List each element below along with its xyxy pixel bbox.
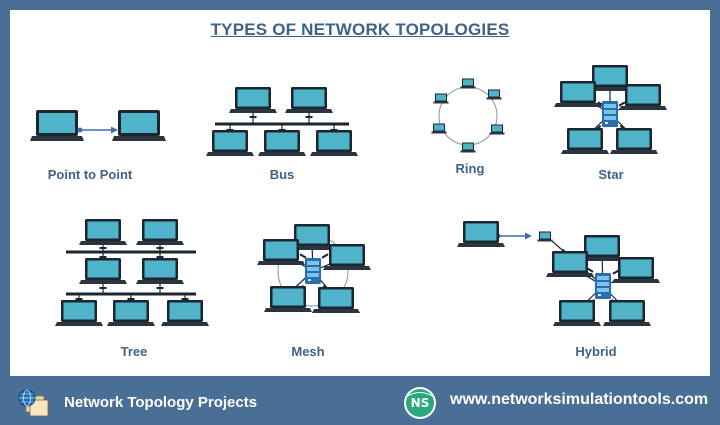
laptop-icon <box>310 130 358 156</box>
laptop-icon <box>79 219 127 245</box>
laptop-icon <box>136 219 184 245</box>
laptop-icon <box>285 87 333 113</box>
point-to-point-diagram <box>30 110 166 141</box>
laptop-icon <box>612 257 660 283</box>
laptop-icon <box>55 300 103 326</box>
ring-label: Ring <box>455 161 485 176</box>
network-projects-logo-icon <box>18 389 49 417</box>
footer-title: Network Topology Projects <box>64 394 258 411</box>
laptop-icon <box>79 258 127 284</box>
server-icon <box>595 273 611 299</box>
laptop-icon <box>136 258 184 284</box>
star-label: Star <box>598 167 624 182</box>
laptop-icon <box>433 93 449 104</box>
ns-logo-text: NS <box>410 396 430 410</box>
laptop-icon <box>610 128 658 154</box>
laptop-icon <box>229 87 277 113</box>
laptop-icon <box>489 124 505 135</box>
ring-diagram <box>431 78 505 153</box>
laptop-icon <box>206 130 254 156</box>
hybrid-diagram <box>457 221 660 326</box>
laptop-icon <box>603 300 651 326</box>
laptop-icon <box>258 130 306 156</box>
hybrid-label: Hybrid <box>575 344 617 359</box>
laptop-icon <box>457 221 505 247</box>
laptop-icon <box>561 128 609 154</box>
point-to-point-label: Point to Point <box>47 167 133 182</box>
laptop-icon <box>537 231 553 242</box>
bus-label: Bus <box>269 167 295 182</box>
mesh-diagram <box>257 224 371 313</box>
laptop-icon <box>486 89 502 100</box>
laptop-icon <box>30 110 84 141</box>
laptop-icon <box>554 81 602 107</box>
laptop-icon <box>323 244 371 270</box>
laptop-icon <box>107 300 155 326</box>
laptop-icon <box>257 239 305 265</box>
laptop-icon <box>619 84 667 110</box>
laptop-icon <box>460 142 476 153</box>
server-icon <box>305 258 321 284</box>
laptop-icon <box>312 287 360 313</box>
mesh-label: Mesh <box>291 344 325 359</box>
laptop-icon <box>431 123 447 134</box>
server-icon <box>602 101 618 127</box>
laptop-icon <box>264 286 312 312</box>
page-title: TYPES OF NETWORK TOPOLOGIES <box>210 20 510 39</box>
footer-url-link[interactable]: www.networksimulationtools.com <box>450 391 709 408</box>
laptop-icon <box>546 251 594 277</box>
tree-label: Tree <box>120 344 148 359</box>
laptop-icon <box>112 110 166 141</box>
ns-logo-icon <box>404 387 436 419</box>
tree-diagram <box>55 219 209 326</box>
star-diagram <box>554 65 667 154</box>
laptop-icon <box>553 300 601 326</box>
laptop-icon <box>460 78 476 89</box>
laptop-icon <box>161 300 209 326</box>
bus-diagram <box>206 87 358 156</box>
